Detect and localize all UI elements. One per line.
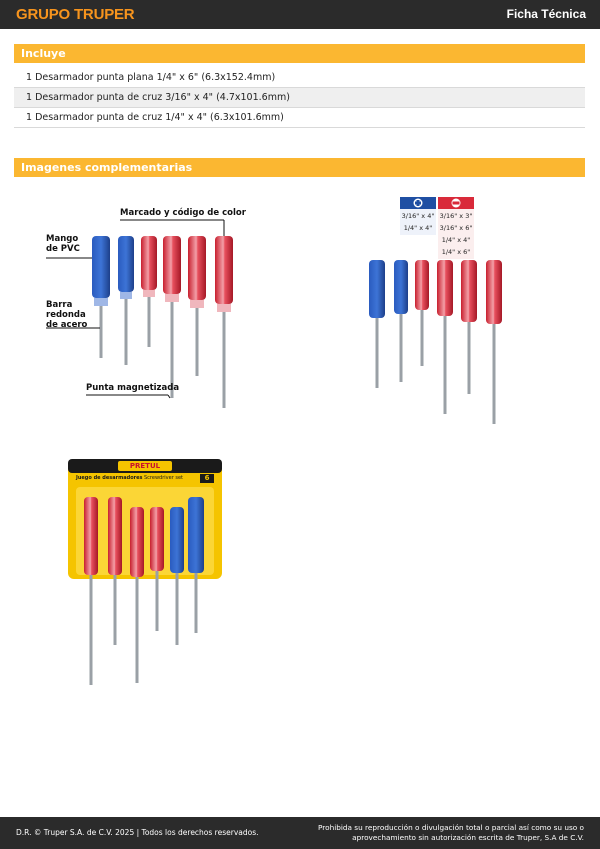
includes-section-header: Incluye — [14, 44, 585, 63]
package-count: 6 — [200, 474, 214, 483]
list-item: 1 Desarmador punta plana 1/4" x 6" (6.3x… — [14, 68, 585, 88]
callout-marking: Marcado y código de color — [120, 208, 246, 218]
screwdriver-blue-1 — [92, 236, 110, 358]
includes-title: Incluye — [21, 47, 66, 60]
package-screwdriver-red-2 — [108, 497, 122, 645]
package-screwdriver-blue-1 — [170, 507, 184, 645]
package-subtitle: Screwdriver set — [144, 475, 183, 481]
slotted-sizes: 3/16" x 3" 3/16" x 6" 1/4" x 4" 1/4" x 6… — [438, 210, 474, 258]
chart-screwdriver-blue-1 — [369, 260, 385, 388]
size-label: 3/16" x 4" — [401, 212, 435, 220]
footer-legal: Prohibida su reproducción o divulgación … — [318, 823, 584, 842]
size-label: 1/4" x 6" — [441, 248, 471, 256]
chart-screwdriver-red-3 — [461, 260, 477, 394]
package-title: Juego de desarmadores — [76, 475, 143, 481]
chart-screwdriver-red-4 — [486, 260, 502, 424]
document-type: Ficha Técnica — [506, 7, 586, 21]
images-section-header: Imagenes complementarias — [14, 158, 585, 177]
package-screwdriver-blue-2 — [188, 497, 204, 633]
screwdriver-red-3 — [188, 236, 206, 376]
list-item: 1 Desarmador punta de cruz 1/4" x 4" (6.… — [14, 108, 585, 128]
screwdriver-red-4 — [215, 236, 233, 408]
callout-bar: Barra redonda de acero — [46, 300, 88, 330]
features-image: Marcado y código de color Mango de PVC B… — [40, 200, 260, 420]
package-brand: PRETUL — [129, 462, 161, 470]
brand-logo: GRUPO TRUPER — [16, 6, 135, 23]
callout-tip: Punta magnetizada — [86, 383, 180, 393]
package-screwdriver-red-4 — [150, 507, 164, 631]
phillips-sizes: 3/16" x 4" 1/4" x 4" — [400, 210, 436, 234]
chart-screwdriver-red-2 — [437, 260, 453, 414]
size-label: 1/4" x 4" — [403, 224, 433, 232]
screwdriver-red-1 — [141, 236, 157, 347]
callout-handle: Mango de PVC — [46, 234, 80, 254]
package-screwdriver-red-3 — [130, 507, 144, 683]
chart-screwdriver-blue-2 — [394, 260, 408, 382]
footer: D.R. © Truper S.A. de C.V. 2025 | Todos … — [0, 817, 600, 849]
list-item: 1 Desarmador punta de cruz 3/16" x 4" (4… — [14, 88, 585, 108]
package-image: PRETUL Juego de desarmadores Screwdriver… — [66, 457, 224, 689]
includes-list: 1 Desarmador punta plana 1/4" x 6" (6.3x… — [14, 68, 585, 128]
size-label: 3/16" x 3" — [439, 212, 473, 220]
header-bar: GRUPO TRUPER Ficha Técnica — [0, 0, 600, 29]
size-label: 1/4" x 4" — [441, 236, 471, 244]
size-chart-image: 3/16" x 4" 1/4" x 4" 3/16" x 3" 3/16" x … — [360, 195, 520, 430]
screwdriver-red-2 — [163, 236, 181, 398]
screwdriver-blue-2 — [118, 236, 134, 365]
package-screwdriver-red-1 — [84, 497, 98, 685]
chart-screwdriver-red-1 — [415, 260, 429, 366]
footer-copyright: D.R. © Truper S.A. de C.V. 2025 | Todos … — [16, 828, 259, 837]
images-title: Imagenes complementarias — [21, 161, 193, 174]
size-label: 3/16" x 6" — [439, 224, 473, 232]
